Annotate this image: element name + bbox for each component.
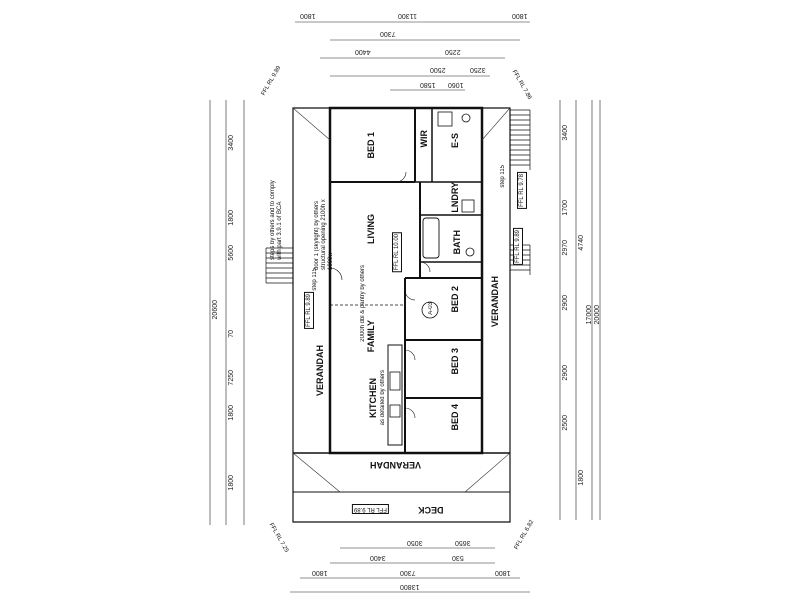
dim-bottom-total: 13800 [400, 583, 420, 590]
room-label-deck: DECK [418, 505, 444, 515]
kitchen-bench [387, 344, 403, 446]
cooktop [389, 371, 401, 391]
room-label-family: FAMILY [366, 320, 376, 353]
door-swing [329, 267, 343, 281]
right-stairs [510, 109, 531, 170]
note-cooktop: as detailed by others [380, 370, 386, 426]
sink [389, 404, 401, 418]
shower [437, 111, 453, 127]
dim-left-3: 5600 [228, 245, 235, 261]
note-step-right: step 115 [500, 165, 506, 188]
top-dimension-lines [295, 21, 530, 91]
room-label-bath: BATH [452, 230, 462, 255]
door-swing [404, 289, 416, 301]
hip-line [481, 107, 511, 141]
room-label-bed-1: BED 1 [366, 132, 376, 159]
dim-left-7: 1800 [228, 475, 235, 491]
dim-top-4: 7300 [380, 30, 396, 37]
note-steps: steps by others and to comply with part … [270, 180, 283, 260]
section-marker-label: A-03 [428, 302, 434, 315]
hip-line [292, 452, 341, 493]
dim-left-4: 70 [228, 330, 235, 338]
ensuite-toilet [461, 113, 471, 123]
note-door: door 1 (skylight) by others structural o… [314, 199, 334, 270]
door-swing [395, 171, 407, 183]
room-label-verandah-bottom: VERANDAH [370, 460, 422, 470]
dim-right-10: 1800 [578, 470, 585, 486]
dim-left-5: 7250 [228, 370, 235, 386]
note-step-left: step 115 [312, 268, 318, 291]
dim-top-2: 11300 [398, 12, 417, 19]
level-living: FFL RL 10.00 [392, 232, 402, 273]
right-dimension-lines [559, 100, 601, 520]
room-label-bed-4: BED 4 [450, 404, 460, 431]
dim-right-2: 1700 [562, 200, 569, 216]
dim-right-1: 3400 [562, 125, 569, 141]
room-label-bed-3: BED 3 [450, 348, 460, 375]
dim-top-1: 1800 [300, 12, 316, 19]
dim-bottom-7: 1800 [495, 569, 511, 576]
hip-line [464, 452, 511, 493]
section-marker [421, 301, 439, 319]
dim-bottom-4: 530 [452, 554, 464, 561]
dim-left-6: 1800 [228, 405, 235, 421]
hip-line [292, 107, 331, 141]
room-label-wir: WIR [419, 130, 429, 148]
door-swing [404, 407, 416, 419]
dim-bottom-2: 3650 [455, 539, 471, 546]
dim-bottom-5: 1800 [312, 569, 328, 576]
dim-right-9: 20000 [594, 305, 601, 325]
door-swing [419, 261, 431, 273]
dim-bottom-3: 3400 [370, 554, 386, 561]
dim-top-10: 1060 [448, 81, 464, 88]
level-right-verandah: FFL RL 9.89 [513, 228, 523, 265]
bath-tub [422, 217, 440, 259]
toilet [465, 247, 475, 257]
dim-right-8: 17000 [586, 305, 593, 325]
room-label-verandah-left: VERANDAH [315, 345, 325, 397]
dim-left-2: 1800 [228, 210, 235, 226]
laundry-tub [461, 199, 475, 213]
room-label-living: LIVING [366, 214, 376, 245]
left-dimension-lines [209, 100, 245, 525]
dim-bottom-6: 7300 [400, 569, 416, 576]
dim-left-total: 20600 [212, 300, 219, 320]
level-right-top: FFL RL 9.78 [517, 172, 527, 209]
level-left-verandah: FFL RL 9.89 [304, 292, 314, 329]
dim-right-4: 2900 [562, 295, 569, 311]
dim-right-7: 4740 [578, 235, 585, 251]
dim-top-6: 4400 [355, 48, 371, 55]
bottom-dimension-lines [290, 547, 530, 593]
dim-top-3: 1800 [512, 12, 528, 19]
dim-left-1: 3400 [228, 135, 235, 151]
dim-top-8: 3250 [470, 66, 486, 73]
dim-top-5: 2250 [445, 48, 461, 55]
door-swing [404, 349, 416, 361]
dim-top-7: 2500 [430, 66, 446, 73]
room-label-ensuite: E-S [450, 133, 460, 149]
dim-right-6: 2500 [562, 415, 569, 431]
dim-bottom-1: 3050 [407, 539, 423, 546]
room-label-laundry: LNDRY [450, 182, 460, 213]
room-label-kitchen: KITCHEN [368, 378, 378, 418]
note-pantry: 2000h dbl & pantry by others [360, 265, 366, 342]
dim-right-5: 2900 [562, 365, 569, 381]
dim-right-3: 2970 [562, 240, 569, 256]
room-label-bed-2: BED 2 [450, 286, 460, 313]
room-label-verandah-right: VERANDAH [490, 276, 500, 328]
dim-top-9: 1580 [420, 81, 436, 88]
level-deck: FFL RL 9.89 [352, 504, 389, 514]
left-stairs [265, 247, 293, 284]
